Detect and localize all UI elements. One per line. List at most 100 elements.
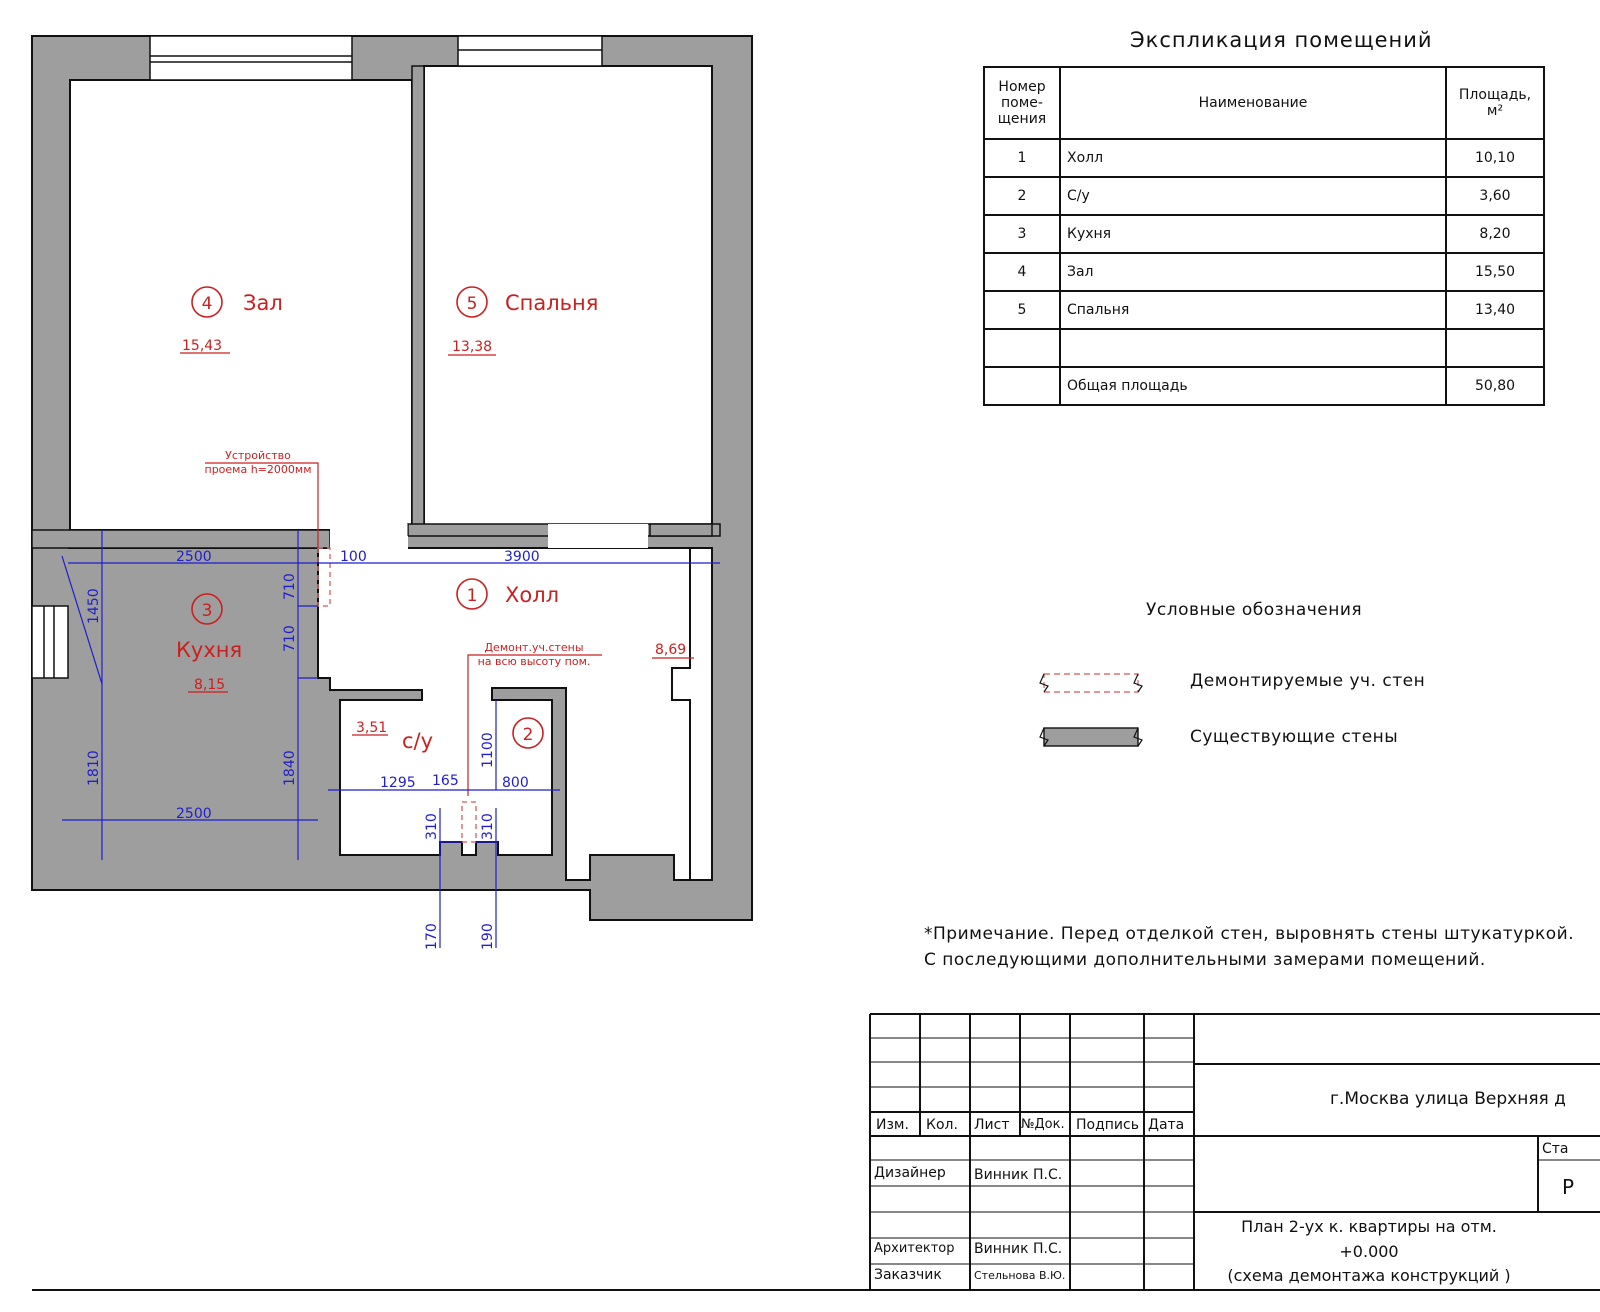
header-area: Площадь, м² [1445, 66, 1545, 140]
room-area-3: 8,15 [194, 677, 225, 693]
tb-col-sign: Подпись [1076, 1117, 1139, 1133]
window-kitchen [31, 605, 69, 679]
total-label: Общая площадь [1059, 366, 1447, 406]
dim-closet-depth: 1100 [480, 732, 496, 768]
room-name-2: с/у [402, 729, 433, 753]
legend-demolished-symbol [1043, 673, 1139, 693]
dim-bottom-kitchen: 2500 [176, 806, 212, 822]
dim-opening-height: 710 [282, 573, 298, 600]
room-area-2: 3,51 [356, 720, 387, 736]
table-row: 5 Спальня 13,40 [983, 290, 1545, 330]
cell-name: Зал [1059, 252, 1447, 292]
annotation-demolition-2: на всю высоту пом. [478, 655, 591, 668]
window-bedroom [457, 35, 603, 67]
dimension-labels: 2500 100 3900 2500 1295 165 800 1450 710… [86, 549, 540, 950]
dimension-lines [61, 530, 720, 948]
cell-name: Холл [1059, 138, 1447, 178]
annotation-opening-2: проема h=2000мм [205, 463, 312, 476]
tb-name-architect: Винник П.С. [974, 1241, 1063, 1257]
tb-stage-value: Р [1562, 1175, 1575, 1199]
legend-symbols [1039, 673, 1143, 747]
table-row: 4 Зал 15,50 [983, 252, 1545, 292]
table-row-empty [983, 328, 1545, 368]
dim-bath-width: 1295 [380, 775, 416, 791]
dim-left-pier: 310 [424, 813, 440, 840]
dim-top-kitchen: 2500 [176, 549, 212, 565]
cell-name: Спальня [1059, 290, 1447, 330]
tb-col-doc: №Док. [1021, 1117, 1065, 1132]
tb-drawing-title-2: +0.000 [1339, 1242, 1399, 1261]
room-num-1: 1 [467, 586, 478, 606]
dim-right-pier: 310 [480, 813, 496, 840]
room-markers [191, 286, 544, 749]
room-name-4: Зал [243, 291, 283, 315]
cell-num: 5 [983, 290, 1061, 330]
explication-title: Экспликация помещений [1130, 28, 1433, 52]
room-marker-2 [512, 717, 544, 749]
room-marker-1 [456, 578, 488, 610]
title-block-fine-lines [870, 1037, 1600, 1265]
room-area-4: 15,43 [182, 338, 222, 354]
cell-name: Кухня [1059, 214, 1447, 254]
dim-kitchen-right: 1840 [282, 750, 298, 786]
room-num-3: 3 [202, 601, 213, 621]
room-num-4: 4 [202, 294, 213, 314]
dim-demolish-width: 165 [432, 773, 459, 789]
dim-bottom-left: 170 [424, 923, 440, 950]
total-value: 50,80 [1445, 366, 1545, 406]
table-row: 3 Кухня 8,20 [983, 214, 1545, 254]
tb-col-izm: Изм. [876, 1117, 909, 1133]
tb-drawing-title-1: План 2-ух к. квартиры на отм. [1241, 1217, 1497, 1236]
tb-drawing-title-3: (схема демонтажа конструкций ) [1227, 1266, 1511, 1285]
cell-area: 15,50 [1445, 252, 1545, 292]
window-living [149, 35, 353, 81]
cell-area: 10,10 [1445, 138, 1545, 178]
legend-demolished-label: Демонтируемые уч. стен [1190, 671, 1426, 691]
cell-name [1059, 328, 1447, 368]
room-num-5: 5 [467, 294, 478, 314]
legend-existing-label: Существующие стены [1190, 727, 1399, 747]
cell-area: 3,60 [1445, 176, 1545, 216]
title-block-grid [32, 1013, 1600, 1291]
dim-hall-width: 3900 [504, 549, 540, 565]
annotation-leaders [205, 462, 602, 796]
cell-num [983, 328, 1061, 368]
explication-header-row: Номер поме-щения Наименование Площадь, м… [983, 66, 1545, 140]
cell-num: 2 [983, 176, 1061, 216]
tb-name-designer: Винник П.С. [974, 1167, 1063, 1183]
dim-kitchen-upper: 1450 [86, 588, 102, 624]
tb-stage-label: Ста [1542, 1141, 1569, 1157]
cell-area [1445, 328, 1545, 368]
demolished-walls [317, 547, 477, 843]
wall-living-bedroom [411, 65, 425, 531]
dim-opening-width: 100 [340, 549, 367, 565]
room-name-1: Холл [505, 583, 559, 607]
windows [31, 35, 603, 679]
room-num-2: 2 [523, 725, 534, 745]
legend-existing-symbol [1043, 727, 1139, 747]
room-marker-4 [191, 286, 223, 318]
tb-role-client: Заказчик [874, 1267, 942, 1283]
area-underlines [180, 352, 694, 736]
room-area-1: 8,69 [655, 642, 686, 658]
dim-closet-width: 800 [502, 775, 529, 791]
note-line-1: *Примечание. Перед отделкой стен, выровн… [924, 924, 1575, 944]
room-marker-5 [456, 286, 488, 318]
table-row-total: Общая площадь 50,80 [983, 366, 1545, 406]
tb-name-client: Стельнова В.Ю. [974, 1269, 1066, 1282]
cell-area: 8,20 [1445, 214, 1545, 254]
cell-num: 1 [983, 138, 1061, 178]
table-row: 2 С/у 3,60 [983, 176, 1545, 216]
legend-title: Условные обозначения [1146, 600, 1363, 620]
demolished-opening [317, 547, 331, 607]
dim-bottom-right: 190 [480, 923, 496, 950]
header-number: Номер поме-щения [983, 66, 1061, 140]
cell-name: С/у [1059, 176, 1447, 216]
cell-num: 4 [983, 252, 1061, 292]
table-row: 1 Холл 10,10 [983, 138, 1545, 178]
room-area-5: 13,38 [452, 339, 492, 355]
room-name-3: Кухня [176, 638, 242, 662]
tb-col-date: Дата [1148, 1117, 1185, 1133]
room-name-5: Спальня [505, 291, 598, 315]
